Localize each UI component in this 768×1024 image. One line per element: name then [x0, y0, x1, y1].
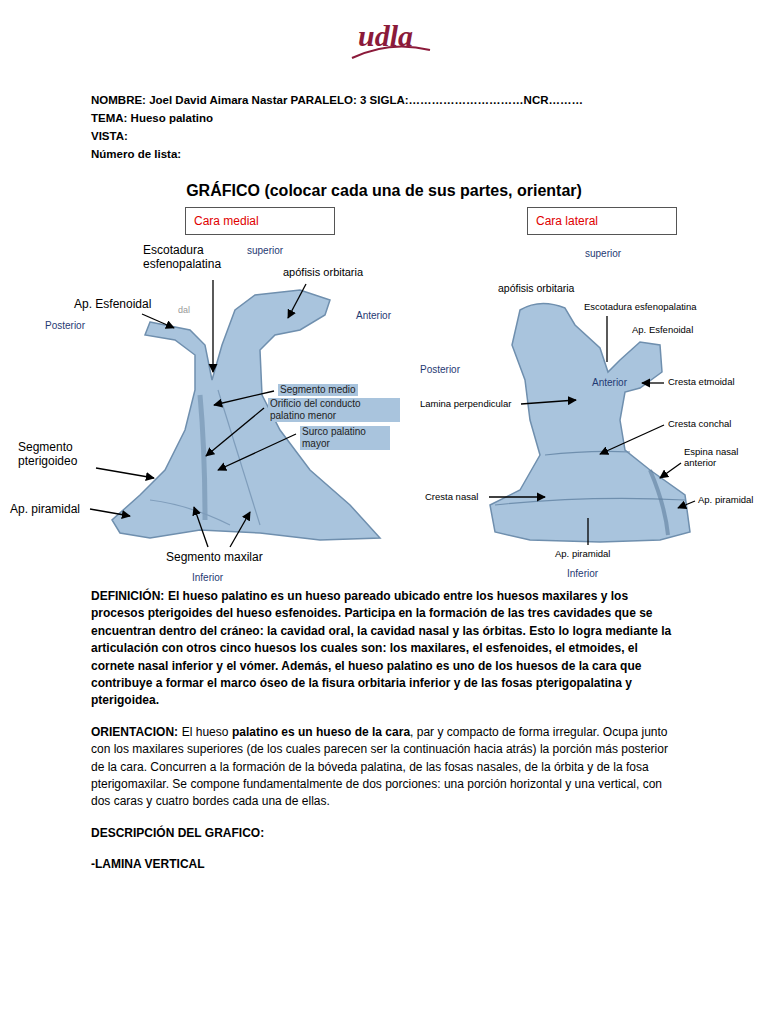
part-label: Espina nasal anterior — [684, 446, 754, 469]
paragraph-text: DEFINICIÓN: — [91, 589, 164, 603]
part-label: Ap. piramidal — [555, 548, 610, 559]
paragraph-text: El hueso — [182, 725, 229, 739]
part-label: apófisis orbitaria — [498, 282, 574, 295]
text-body: DEFINICIÓN:El hueso palatino es un hueso… — [91, 588, 683, 887]
direction-label: Posterior — [45, 320, 85, 332]
part-label: Segmento medio — [278, 384, 358, 396]
ridge-line — [150, 500, 230, 525]
leader-lines — [489, 316, 695, 545]
ridge-line — [545, 451, 630, 455]
part-label: Ap. piramidal — [10, 502, 80, 516]
part-label: Surco palatino mayor — [300, 426, 390, 450]
part-label: Cresta nasal — [425, 491, 478, 502]
view-box: Cara medial — [185, 207, 335, 235]
header-line: VISTA: — [91, 130, 128, 144]
ridge-line — [218, 390, 260, 525]
view-box: Cara lateral — [527, 207, 677, 235]
part-label: Segmento pterigoideo — [18, 440, 96, 469]
paragraph-text: ORIENTACION: — [91, 725, 178, 739]
part-label: Escotadura esfenopalatina — [584, 301, 697, 312]
faint-text: dal — [178, 305, 190, 316]
direction-label: Anterior — [356, 310, 391, 322]
lateral-bone — [490, 303, 690, 542]
view-title: Cara lateral — [536, 214, 598, 228]
header-line: NOMBRE: Joel David Aimara Nastar PARALEL… — [91, 94, 583, 108]
part-label: Segmento maxilar — [166, 550, 263, 564]
nasal-spine — [650, 470, 668, 535]
part-label: Cresta etmoidal — [668, 376, 735, 387]
part-label: Cresta conchal — [668, 418, 731, 429]
paragraph-text: palatino es un hueso de la cara — [232, 725, 410, 739]
part-label: Lamina perpendicular — [420, 398, 511, 409]
page-title: GRÁFICO (colocar cada una de sus partes,… — [0, 181, 768, 200]
logo-text: udla — [358, 18, 413, 54]
paragraph-text: DESCRIPCIÓN DEL GRAFICO: — [91, 826, 264, 840]
paragraph: ORIENTACION: El huesopalatino es un hueso… — [91, 724, 683, 811]
part-label: Escotadura esfenopalatina — [143, 243, 241, 272]
paragraph-text: El hueso palatino es un hueso pareado ub… — [91, 589, 671, 707]
direction-label: superior — [247, 245, 283, 257]
paragraph-text: -LAMINA VERTICAL — [91, 857, 205, 871]
paragraph: DESCRIPCIÓN DEL GRAFICO: — [91, 825, 683, 842]
header-line: Número de lista: — [91, 148, 181, 162]
part-label: Ap. Esfenoidal — [632, 324, 693, 335]
direction-label: Inferior — [567, 568, 598, 580]
paragraph: -LAMINA VERTICAL — [91, 856, 683, 873]
direction-label: superior — [585, 248, 621, 260]
direction-label: Posterior — [420, 364, 460, 376]
palatine-groove — [200, 395, 205, 520]
header-line: TEMA: Hueso palatino — [91, 112, 213, 126]
view-title: Cara medial — [194, 214, 259, 228]
direction-label: Anterior — [590, 377, 629, 389]
direction-label: Inferior — [192, 572, 223, 584]
part-label: Ap. piramidal — [698, 494, 753, 505]
paragraph: DEFINICIÓN:El hueso palatino es un hueso… — [91, 588, 683, 710]
part-label: Ap. Esfenoidal — [74, 297, 151, 311]
ridge-line — [495, 498, 685, 505]
part-label: Orificio del conducto palatino menor — [268, 398, 400, 422]
part-label: apófisis orbitaria — [283, 266, 363, 279]
